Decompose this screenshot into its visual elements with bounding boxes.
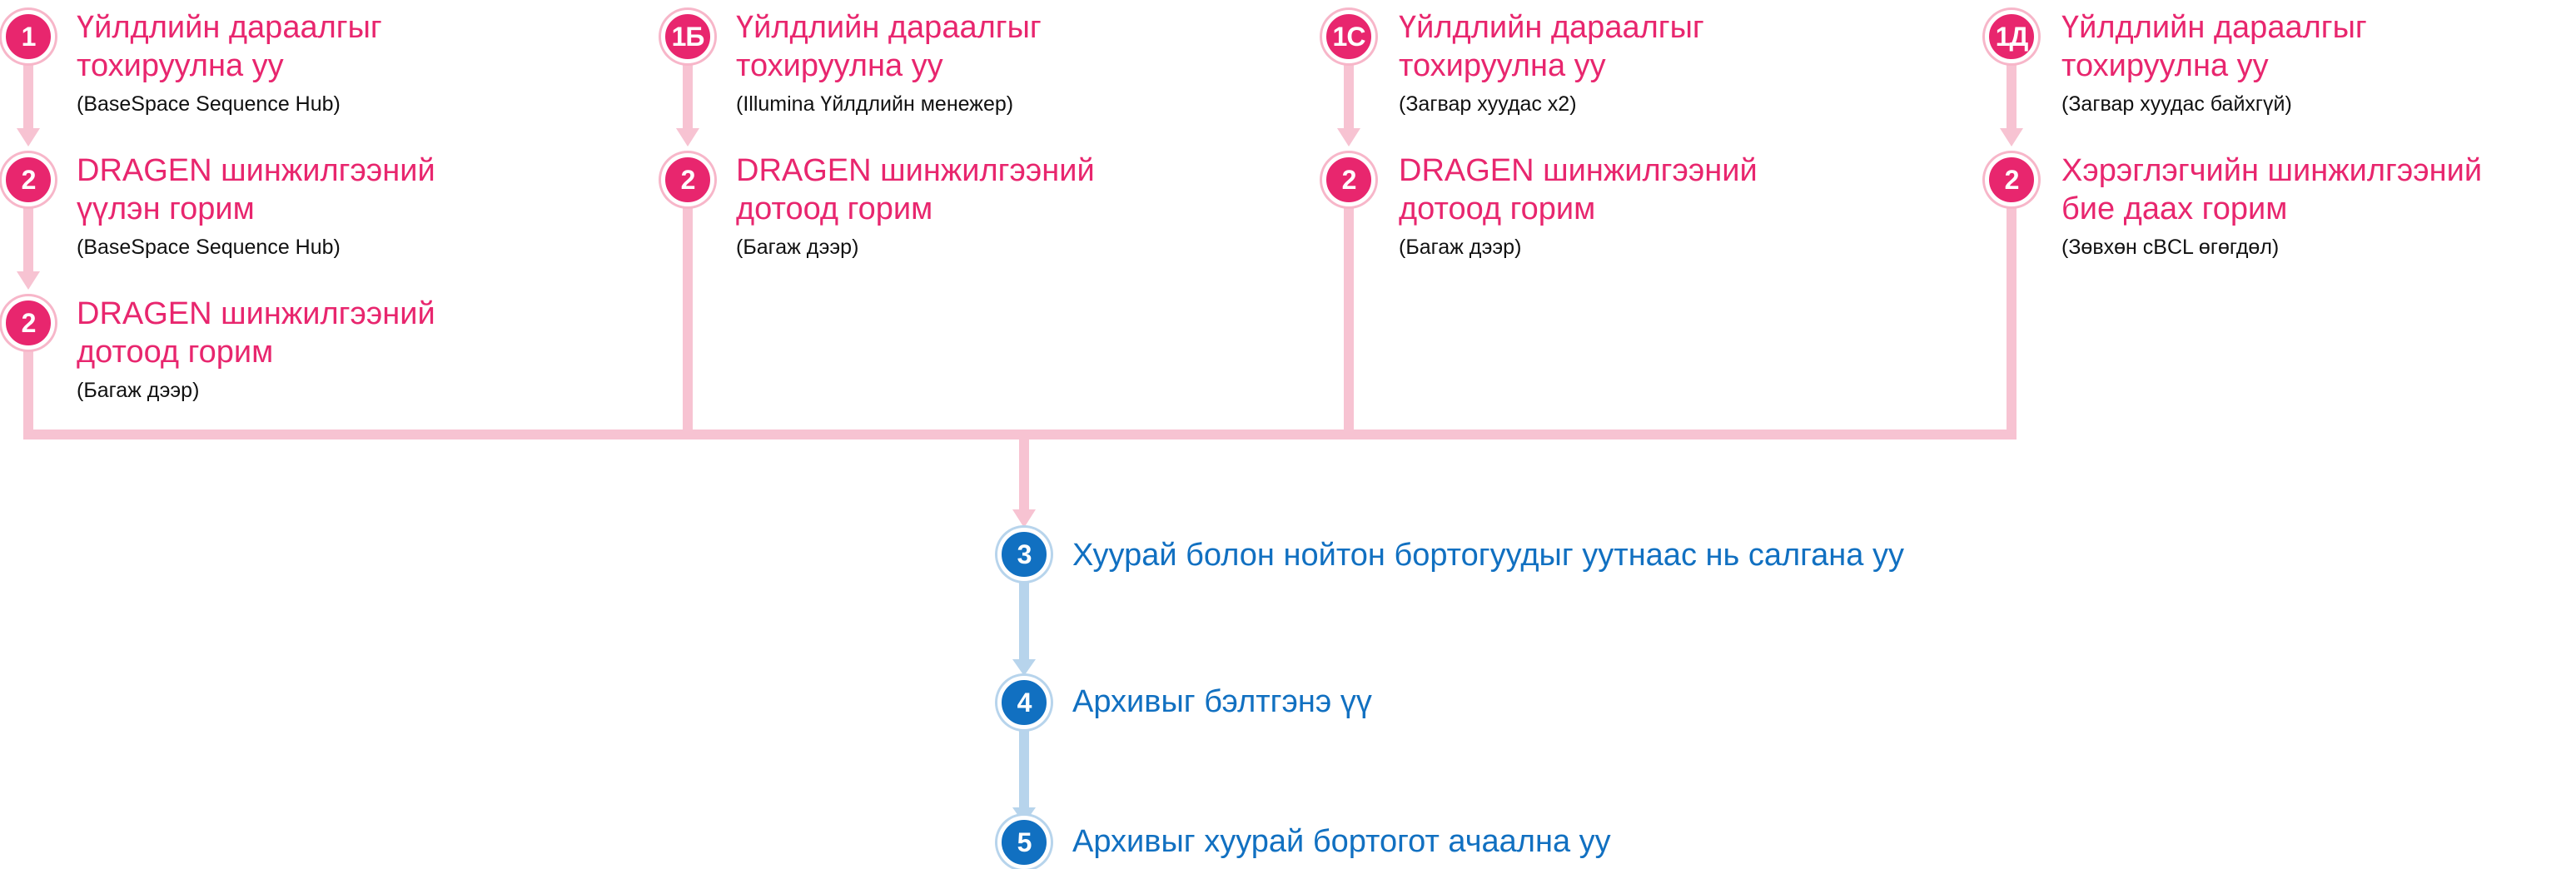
step-title: Архивыг бэлтгэнэ үү [1072,684,1372,719]
step-title-line1: Үйлдлийн дараалгыг [77,10,382,45]
step-subtitle: (Багаж дээр) [736,236,859,259]
connector-line [683,193,693,439]
connector-line [1019,439,1029,514]
step-title-line1: DRAGEN шинжилгээний [77,296,435,331]
step-badge: 1Б [661,10,714,63]
step-badge: 1Д [1985,10,2038,63]
step-subtitle: (BaseSpace Sequence Hub) [77,92,341,116]
step-subtitle: (Багаж дээр) [77,379,200,402]
step-badge: 2 [1322,153,1375,206]
connector-line [23,336,33,439]
step-subtitle: (Багаж дээр) [1399,236,1522,259]
step-badge: 3 [997,528,1051,581]
connector-line [683,50,693,133]
step-badge: 5 [997,816,1051,869]
step-subtitle: (Зөвхөн cBCL өгөгдөл) [2061,236,2280,259]
step-title-line1: Үйлдлийн дараалгыг [736,10,1042,45]
step-title-line2: тохируулна уу [1399,48,1606,83]
step-badge: 2 [1985,153,2038,206]
step-title-line1: DRAGEN шинжилгээний [1399,153,1758,188]
step-title-line1: Үйлдлийн дараалгыг [2061,10,2367,45]
connector-arrow [1337,128,1360,146]
step-title: Хуурай болон нойтон бортогуудыг уутнаас … [1072,538,1904,573]
step-title-line1: Үйлдлийн дараалгыг [1399,10,1704,45]
step-title-line1: DRAGEN шинжилгээний [77,153,435,188]
connector-line [1019,583,1029,664]
step-title-line2: тохируулна уу [77,48,284,83]
step-badge: 2 [661,153,714,206]
connector-line [1344,193,1354,439]
step-title-line1: Хэрэглэгчийн шинжилгээний [2061,153,2483,188]
step-subtitle: (BaseSpace Sequence Hub) [77,236,341,259]
connector-line [2007,50,2017,133]
connector-arrow [17,128,40,146]
step-title-line1: DRAGEN шинжилгээний [736,153,1095,188]
connector-arrow [2000,128,2023,146]
step-title-line2: бие даах горим [2061,191,2288,226]
step-badge: 4 [997,676,1051,729]
connector-arrow [1012,509,1036,528]
step-badge: 1С [1322,10,1375,63]
connector-arrow [17,271,40,290]
merge-bar [23,430,2017,439]
step-title-line2: дотоод горим [77,335,274,370]
connector-line [23,193,33,276]
connector-arrow [1012,659,1036,676]
connector-arrow [676,128,699,146]
step-title-line2: дотоод горим [1399,191,1596,226]
step-badge: 2 [2,296,55,350]
step-title-line2: дотоод горим [736,191,933,226]
step-title-line2: үүлэн горим [77,191,255,226]
connector-line [1019,729,1029,812]
connector-line [1344,50,1354,133]
step-title-line2: тохируулна уу [736,48,943,83]
step-subtitle: (Загвар хуудас байхгүй) [2061,92,2292,116]
step-title: Архивыг хуурай бортогот ачаална уу [1072,824,1611,859]
step-title-line2: тохируулна уу [2061,48,2269,83]
step-badge: 1 [2,10,55,63]
step-subtitle: (Illumina Үйлдлийн менежер) [736,92,1014,116]
connector-line [23,50,33,133]
step-badge: 2 [2,153,55,206]
connector-line [2007,193,2017,439]
step-subtitle: (Загвар хуудас x2) [1399,92,1577,116]
